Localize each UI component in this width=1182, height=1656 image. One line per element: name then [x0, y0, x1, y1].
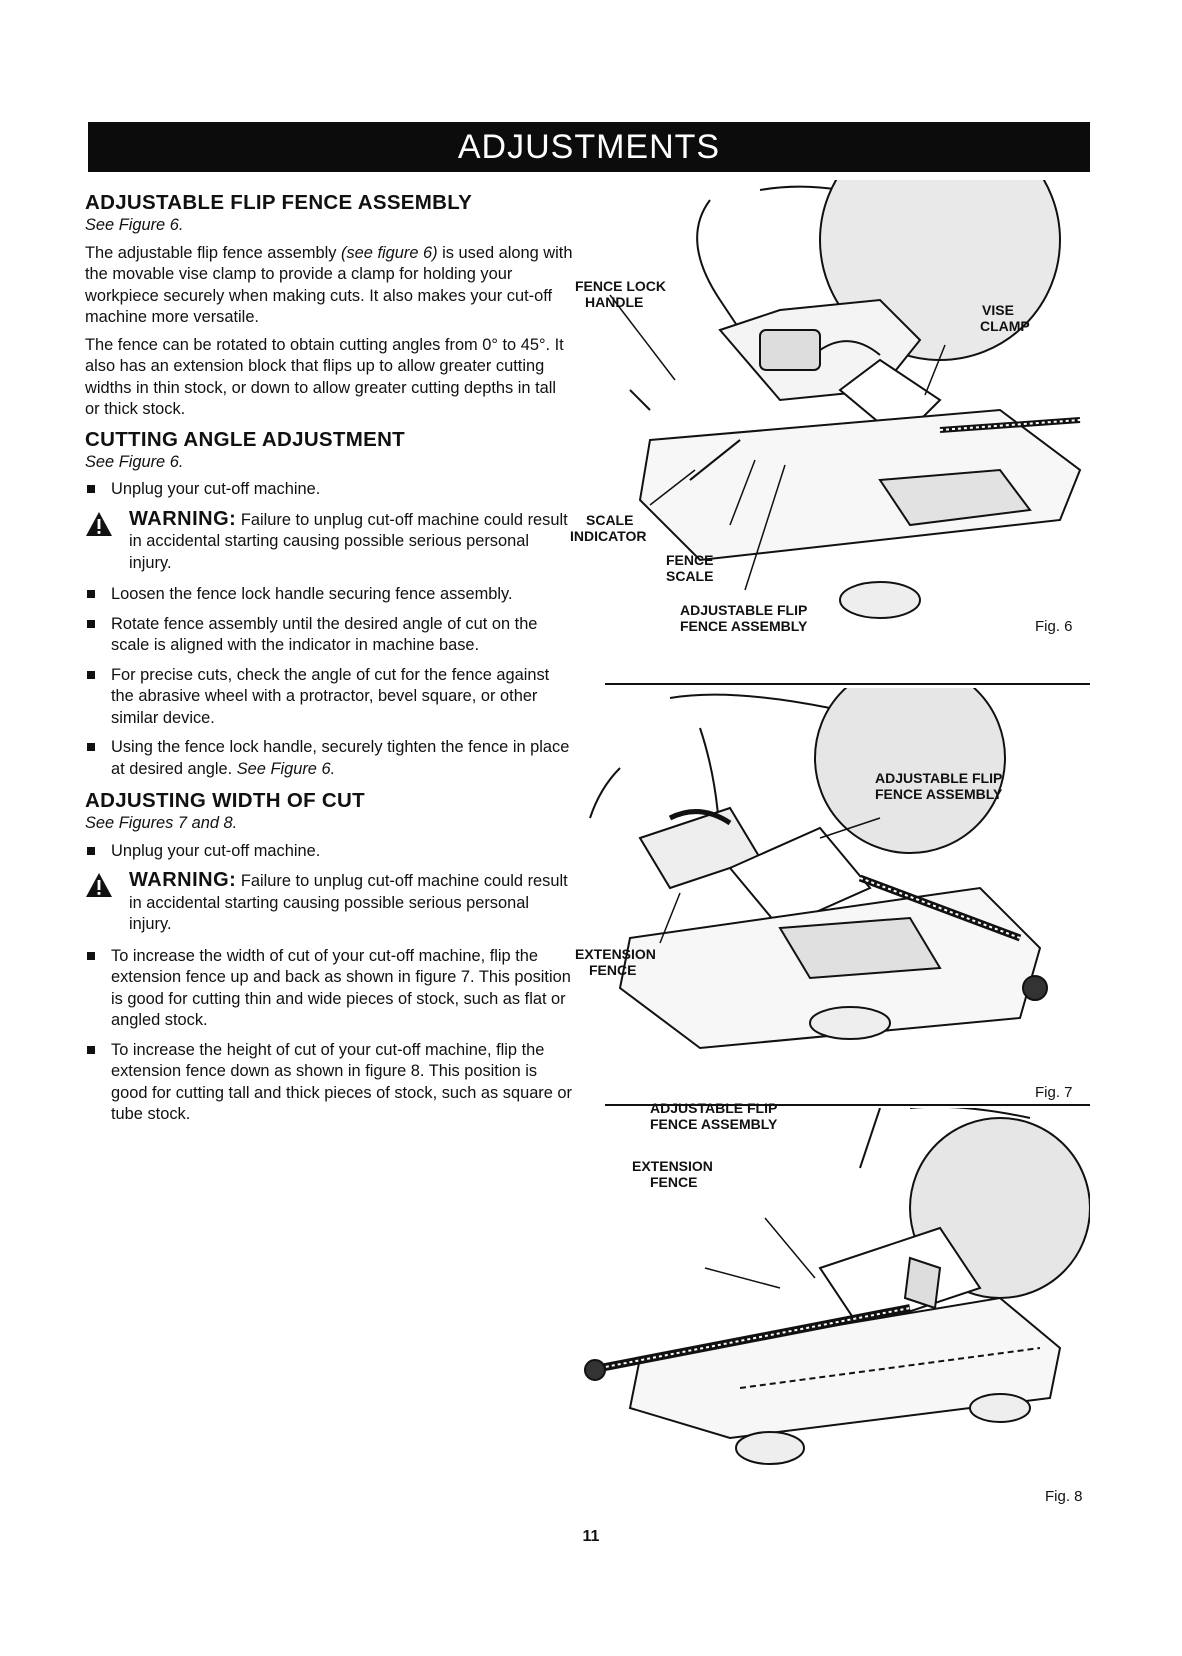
- list-item: Loosen the fence lock handle securing fe…: [85, 584, 575, 606]
- warning-block: WARNING: Failure to unplug cut-off machi…: [85, 508, 575, 575]
- list-item: Unplug your cut-off machine.: [85, 841, 575, 863]
- paragraph-flip-fence-2: The fence can be rotated to obtain cutti…: [85, 335, 564, 419]
- warning-triangle-icon: [86, 873, 112, 897]
- list-item: For precise cuts, check the angle of cut…: [85, 665, 575, 730]
- figure-8: ADJUSTABLE FLIP FENCE ASSEMBLY EXTENSION…: [580, 1100, 1090, 1520]
- width-steps-cont: To increase the width of cut of your cut…: [85, 946, 575, 1126]
- list-item: Unplug your cut-off machine.: [85, 479, 575, 501]
- cutting-angle-steps: Unplug your cut-off machine.: [85, 479, 575, 501]
- figure-8-illustration: [584, 1108, 1090, 1465]
- figure-7: ADJUSTABLE FLIP FENCE ASSEMBLY EXTENSION…: [575, 688, 1090, 1101]
- bullet-square-icon: [87, 951, 95, 960]
- bullet-square-icon: [87, 1045, 95, 1054]
- figure-7-label: Fig. 7: [1035, 1084, 1073, 1101]
- text-column: ADJUSTABLE FLIP FENCE ASSEMBLY See Figur…: [85, 190, 575, 1134]
- bullet-square-icon: [87, 743, 95, 751]
- warning-block: WARNING: Failure to unplug cut-off machi…: [85, 869, 575, 936]
- callout-adjustable-flip-fence: ADJUSTABLE FLIP FENCE ASSEMBLY: [650, 1100, 778, 1132]
- figure-6-label: Fig. 6: [1035, 618, 1073, 635]
- section-banner: ADJUSTMENTS: [88, 122, 1090, 172]
- width-steps: Unplug your cut-off machine.: [85, 841, 575, 863]
- callout-fence-scale: FENCE SCALE: [666, 552, 714, 584]
- figure-divider: [605, 683, 1090, 685]
- heading-flip-fence: ADJUSTABLE FLIP FENCE ASSEMBLY: [85, 191, 473, 214]
- list-item: Using the fence lock handle, securely ti…: [85, 737, 575, 780]
- callout-vise-clamp: VISE CLAMP: [980, 302, 1030, 334]
- callout-scale-indicator: SCALE INDICATOR: [570, 512, 647, 544]
- figure-7-illustration: [589, 688, 1048, 1050]
- figure-divider: [605, 1104, 1090, 1106]
- list-item: To increase the height of cut of your cu…: [85, 1040, 575, 1126]
- list-item: Rotate fence assembly until the desired …: [85, 614, 575, 657]
- bullet-square-icon: [87, 590, 95, 598]
- figure-6: FENCE LOCK HANDLE VISE CLAMP SCALE INDIC…: [570, 180, 1090, 680]
- paragraph-flip-fence-1: The adjustable flip fence assembly (see …: [85, 243, 573, 327]
- list-item: To increase the width of cut of your cut…: [85, 946, 575, 1032]
- callout-fence-lock-handle: FENCE LOCK HANDLE: [575, 278, 666, 310]
- figure-6-illustration: [609, 180, 1082, 619]
- bullet-square-icon: [87, 619, 95, 628]
- see-figure-ref: See Figure 6.: [85, 216, 184, 234]
- warning-triangle-icon: [86, 511, 112, 536]
- heading-width-of-cut: ADJUSTING WIDTH OF CUT: [85, 789, 365, 812]
- page-number: 11: [582, 1528, 600, 1545]
- callout-extension-fence: EXTENSION FENCE: [575, 946, 656, 978]
- see-figure-ref: See Figures 7 and 8.: [85, 814, 238, 832]
- bullet-square-icon: [87, 846, 95, 855]
- callout-adjustable-flip-fence: ADJUSTABLE FLIP FENCE ASSEMBLY: [680, 602, 808, 634]
- callout-extension-fence: EXTENSION FENCE: [632, 1158, 713, 1190]
- figure-8-label: Fig. 8: [1045, 1488, 1083, 1505]
- bullet-square-icon: [87, 670, 95, 679]
- cutting-angle-steps-cont: Loosen the fence lock handle securing fe…: [85, 584, 575, 780]
- bullet-square-icon: [87, 485, 95, 493]
- heading-cutting-angle: CUTTING ANGLE ADJUSTMENT: [85, 427, 406, 451]
- see-figure-ref: See Figure 6.: [85, 452, 184, 471]
- callout-adjustable-flip-fence: ADJUSTABLE FLIP FENCE ASSEMBLY: [875, 770, 1003, 802]
